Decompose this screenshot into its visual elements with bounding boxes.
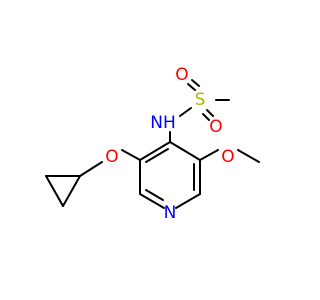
bond-sulfur-oxygen-top-b bbox=[191, 79, 200, 87]
bond-ring-ether-oxygen bbox=[121, 149, 141, 161]
bond-layer bbox=[45, 79, 260, 209]
molecule-structure: O O S NH O O N bbox=[45, 65, 260, 223]
bond-ring-c5-c4 bbox=[169, 141, 201, 161]
bond-sulfur-oxygen-bottom-a bbox=[206, 109, 214, 117]
bond-sulfur-oxygen-bottom-b bbox=[202, 113, 210, 121]
atom-sulfonyl-oxygen-bottom: O bbox=[209, 117, 222, 137]
bond-ring-c2-n bbox=[139, 193, 165, 209]
bond-ether-oxygen-cyclopropyl bbox=[79, 161, 103, 177]
bond-methoxy-methyl bbox=[237, 149, 260, 163]
bond-ring-n-c6 bbox=[175, 193, 201, 209]
molecule-canvas: O O S NH O O N bbox=[45, 65, 260, 223]
bond-cyclopropyl-c2-c3 bbox=[45, 175, 64, 207]
bond-sulfur-nitrogen bbox=[179, 107, 192, 117]
bond-sulfur-oxygen-top-a bbox=[187, 83, 196, 91]
atom-sulfonyl-oxygen-top: O bbox=[175, 65, 188, 85]
atom-methoxy-oxygen: O bbox=[221, 147, 234, 167]
bond-cyclopropyl-c3-c1 bbox=[62, 175, 81, 207]
bond-ring-methoxy-oxygen bbox=[199, 149, 219, 161]
atom-amide-nh: NH bbox=[150, 113, 176, 133]
atom-ether-oxygen: O bbox=[105, 147, 118, 167]
atom-label-layer: O O S NH O O N bbox=[105, 65, 234, 223]
bond-ring-inner-c4-c3 bbox=[145, 148, 169, 163]
atom-ring-nitrogen: N bbox=[164, 203, 177, 223]
atom-sulfur: S bbox=[195, 90, 206, 110]
bond-ring-c4-c3 bbox=[139, 141, 171, 161]
bond-ring-inner-c2-n bbox=[145, 189, 164, 201]
